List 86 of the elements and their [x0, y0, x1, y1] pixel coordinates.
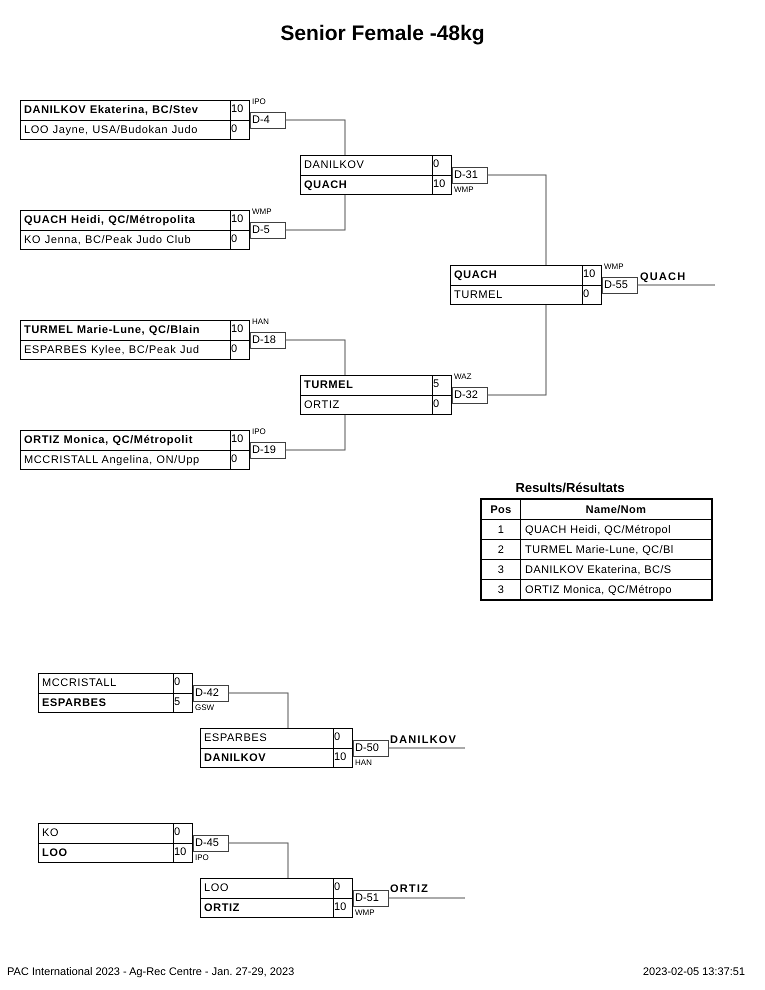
competitor-name: TURMEL	[454, 289, 503, 302]
technique-label: WAZ	[454, 372, 472, 381]
score: 0	[231, 233, 238, 246]
score: 0	[583, 288, 590, 301]
score: 10	[583, 268, 596, 281]
score: 0	[334, 881, 340, 894]
competitor-name: KO Jenna, BC/Peak Judo Club	[24, 234, 192, 247]
bracket-line	[286, 340, 346, 376]
competitor-name: LOO	[42, 847, 68, 860]
match-number: D-50	[353, 740, 389, 757]
competitor-name: QUACH Heidi, QC/Métropolita	[24, 214, 196, 227]
score: 10	[433, 178, 446, 191]
bracket-line	[286, 414, 346, 450]
technique-label: HAN	[252, 317, 269, 326]
bracket-line	[228, 842, 288, 878]
match-number: D-18	[250, 332, 286, 349]
footer-text: PAC International 2023 - Ag-Rec Centre - Jan. 27-29, 2023	[7, 966, 294, 978]
technique-label: WMP	[355, 908, 375, 917]
match-number: D-42	[193, 685, 229, 702]
bracket-line	[488, 304, 546, 396]
score: 0	[174, 826, 180, 839]
competitor-name: ESPARBES	[42, 697, 106, 710]
technique-label: WMP	[604, 262, 624, 271]
technique-label: WMP	[454, 185, 474, 194]
technique-label: HAN	[355, 758, 372, 767]
score: 10	[231, 433, 244, 446]
match-number: D-51	[353, 890, 389, 907]
bracket-line	[638, 284, 716, 286]
match-number: D-4	[250, 112, 286, 129]
match-number: D-19	[250, 442, 286, 459]
winner-name: ORTIZ	[390, 883, 429, 896]
technique-label: IPO	[195, 853, 209, 862]
score: 0	[231, 123, 238, 136]
competitor-name: ESPARBES	[204, 732, 268, 745]
match-number: D-31	[452, 167, 488, 184]
winner-name: DANILKOV	[390, 734, 458, 747]
technique-label: WMP	[252, 207, 272, 216]
score: 10	[334, 901, 346, 914]
competitor-name: KO	[42, 827, 60, 840]
competitor-name: DANILKOV	[304, 159, 364, 172]
winner-name: QUACH	[640, 271, 686, 284]
title: Senior Female -48kg	[279, 22, 486, 46]
score: 0	[433, 398, 440, 411]
competitor-name: ORTIZ	[304, 399, 340, 412]
competitor-name: QUACH	[304, 179, 348, 192]
table-heading: Results/Résultats	[514, 480, 626, 495]
bracket-line	[286, 120, 346, 156]
bracket-line	[228, 692, 288, 728]
timestamp: 2023-02-05 13:37:51	[642, 966, 745, 978]
table-cell: 2	[481, 540, 520, 560]
competitor-name: TURMEL Marie-Lune, QC/Blain	[24, 324, 200, 337]
table-cell: Pos	[481, 499, 520, 520]
competitor-name: ORTIZ	[204, 902, 240, 915]
technique-label: IPO	[252, 427, 266, 436]
technique-label: IPO	[252, 97, 266, 106]
competitor-name: TURMEL	[304, 379, 354, 392]
score: 10	[231, 213, 244, 226]
competitor-name: DANILKOV Ekaterina, BC/Stev	[24, 104, 199, 117]
competitor-name: MCCRISTALL	[42, 677, 117, 690]
competitor-name: MCCRISTALL Angelina, ON/Upp	[24, 454, 200, 467]
score: 0	[231, 453, 238, 466]
table-cell: 3	[481, 560, 520, 580]
score: 10	[231, 323, 244, 336]
score: 10	[231, 103, 244, 116]
technique-label: GSW	[195, 703, 214, 712]
competitor-name: LOO	[204, 882, 230, 895]
score: 10	[174, 846, 186, 859]
bracket-line	[488, 174, 546, 266]
score: 0	[433, 158, 440, 171]
table-cell: 1	[481, 520, 520, 540]
competitor-name: ORTIZ Monica, QC/Métropolit	[24, 434, 193, 447]
competitor-name: LOO Jayne, USA/Budokan Judo	[24, 124, 198, 137]
score: 0	[334, 731, 340, 744]
score: 0	[174, 676, 180, 689]
match-number: D-55	[602, 277, 638, 294]
bracket-line	[286, 194, 346, 230]
score: 5	[174, 696, 180, 709]
match-number: D-32	[452, 387, 488, 404]
competitor-name: QUACH	[454, 269, 498, 282]
score: 5	[433, 378, 440, 391]
score: 10	[334, 751, 346, 764]
competitor-name: ESPARBES Kylee, BC/Peak Jud	[24, 344, 200, 357]
score: 0	[231, 343, 238, 356]
match-number: D-5	[250, 222, 286, 239]
competitor-name: DANILKOV	[204, 752, 266, 765]
match-number: D-45	[193, 835, 229, 852]
